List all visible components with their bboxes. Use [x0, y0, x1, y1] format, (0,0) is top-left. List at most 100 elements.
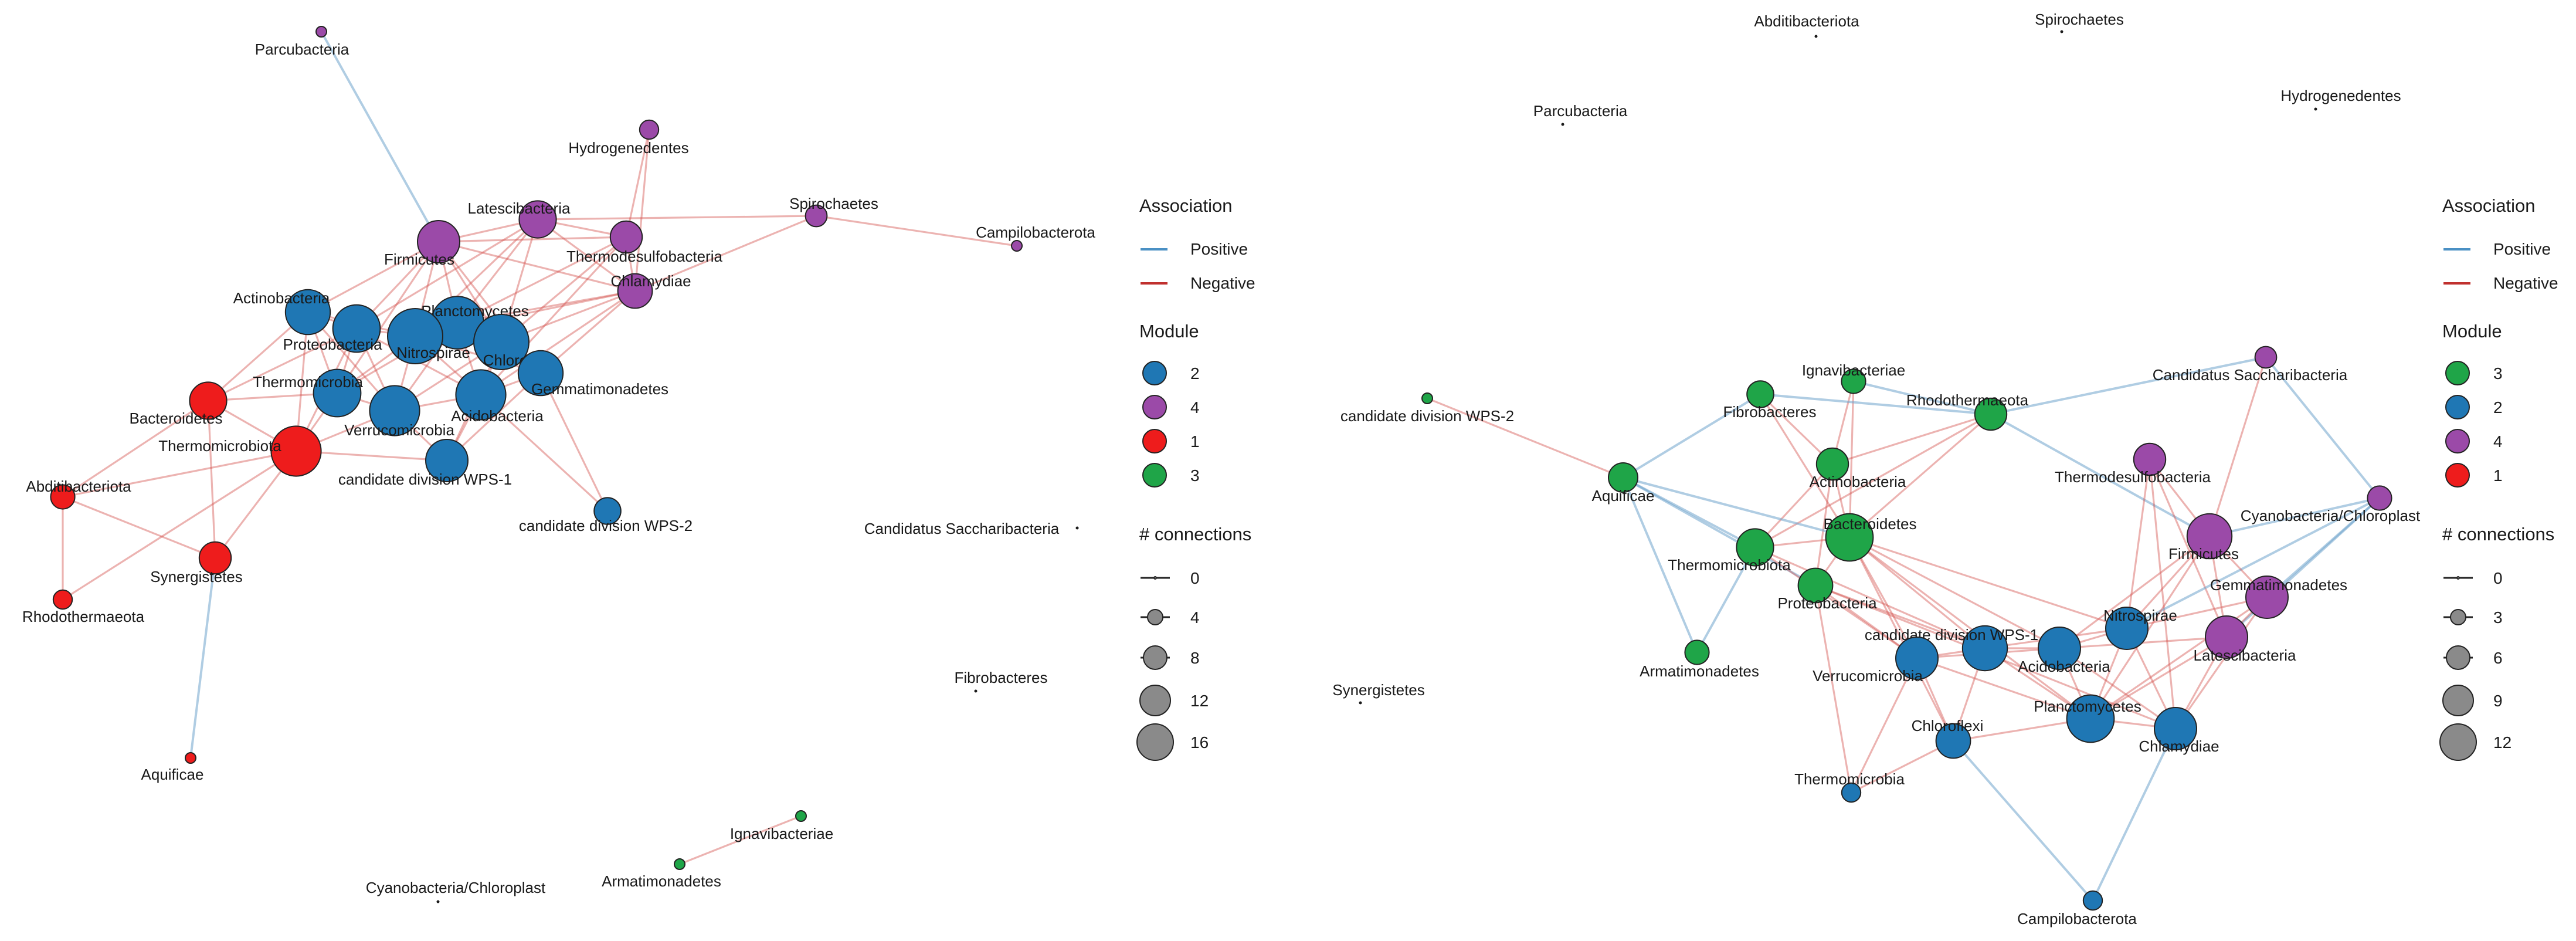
- left-node-spirochaetes: Spirochaetes: [789, 195, 878, 228]
- node-label: Ignavibacteriae: [1802, 361, 1905, 379]
- node-label: Thermomicrobiota: [158, 437, 281, 455]
- legend-module-swatch-1: [2445, 463, 2470, 488]
- left-edge-thermomicrobiota-abditibacteriota: [62, 450, 297, 498]
- left-edge-spirochaetes-campilobacterota: [815, 215, 1018, 247]
- left-network-panel: ParcubacteriaHydrogenedentesLatescibacte…: [22, 26, 1255, 903]
- node-circle: [2205, 615, 2248, 659]
- legend-connections-title: # connections: [2442, 524, 2554, 544]
- legend-connections-swatch: [2439, 723, 2477, 761]
- legend-connections-label: 16: [1190, 733, 1209, 752]
- legend-module-swatch-2: [1142, 361, 1167, 385]
- left-node-thermomicrobia: Thermomicrobia: [253, 368, 363, 418]
- node-label: Firmicutes: [2168, 545, 2239, 563]
- left-edge-latescibacteria-chlamydiae: [537, 218, 636, 292]
- right-edge-bacteroidetes-nitrospirae: [1848, 536, 2128, 629]
- right-edge-bacteroidetes-planctomycetes: [1848, 536, 2092, 720]
- left-node-ignavibacteriae: Ignavibacteriae: [730, 810, 833, 842]
- left-edge-chlamydiae-planctomycetes: [456, 290, 636, 324]
- right-edge-thermomicrobiota-armatimonadetes: [1696, 546, 1756, 654]
- legend-module-label: 3: [2493, 364, 2503, 383]
- right-node-synergistetes: Synergistetes: [1332, 681, 1425, 705]
- node-label: Thermomicrobia: [1794, 770, 1905, 788]
- node-label: Chlamydiae: [2139, 737, 2219, 755]
- node-circle: [1421, 392, 1433, 404]
- legend-module-label: 1: [1190, 432, 1200, 451]
- left-node-chlamydiae: Chlamydiae: [610, 272, 691, 309]
- left-node-proteobacteria: Proteobacteria: [283, 304, 382, 353]
- node-label: Gemmatimonadetes: [531, 380, 668, 398]
- right-edge-gemmatimonadetes-chlamydiae: [2174, 596, 2268, 730]
- node-circle: [417, 220, 460, 263]
- node-circle: [2066, 694, 2115, 743]
- right-edge-verrucomicrobia-thermomicrobia: [1850, 657, 1918, 794]
- left-node-parcubacteria: Parcubacteria: [255, 26, 349, 58]
- right-edge-actinobacteria-proteobacteria: [1814, 463, 1834, 587]
- right-edge-thermodesulfobacteria-latescibacteria: [2149, 458, 2228, 638]
- left-edge-latescibacteria-proteobacteria: [355, 218, 539, 330]
- right-node-ignavibacteriae: Ignavibacteriae: [1802, 361, 1905, 394]
- right-edge-chloroflexi-thermomicrobia: [1850, 740, 1954, 794]
- left-node-layer: ParcubacteriaHydrogenedentesLatescibacte…: [22, 26, 1095, 903]
- right-edge-candidatus-saccharibacteria-firmicutes: [2208, 356, 2267, 537]
- node-label: Spirochaetes: [2035, 11, 2124, 28]
- node-circle: [387, 308, 443, 364]
- node-label: Latescibacteria: [2194, 646, 2296, 664]
- node-circle: [517, 350, 564, 397]
- right-node-firmicutes: Firmicutes: [2168, 513, 2239, 563]
- right-edge-cyanobacteria-chloroplast-firmicutes: [2208, 497, 2381, 537]
- legend-module-swatch-2: [2445, 395, 2470, 419]
- node-circle: [1961, 625, 2008, 672]
- node-circle: [1608, 462, 1638, 493]
- node-circle: [639, 119, 660, 140]
- node-circle: [369, 385, 420, 436]
- node-circle: [198, 541, 232, 575]
- left-node-candidate-division-wps-2: candidate division WPS-2: [519, 497, 693, 534]
- right-node-actinobacteria: Actinobacteria: [1810, 447, 1906, 490]
- left-node-acidobacteria: Acidobacteria: [451, 369, 544, 425]
- left-edge-bacteroidetes-synergistetes: [207, 400, 216, 559]
- right-edge-bacteroidetes-acidobacteria: [1848, 536, 2061, 649]
- node-circle: [425, 439, 469, 482]
- left-node-candidate-division-wps-1: candidate division WPS-1: [338, 439, 512, 488]
- node-circle: [52, 589, 73, 610]
- node-label: Armatimonadetes: [1640, 662, 1759, 680]
- left-edge-firmicutes-thermodesulfobacteria: [437, 236, 627, 243]
- legend-connections-swatch: [2442, 685, 2474, 716]
- right-edge-fibrobacteres-bacteroidetes: [1759, 393, 1851, 539]
- node-circle: [1746, 380, 1774, 408]
- left-edge-chlamydiae-acidobacteria: [480, 290, 636, 396]
- node-label: Spirochaetes: [789, 195, 878, 212]
- left-node-actinobacteria: Actinobacteria: [233, 289, 331, 336]
- node-circle: [50, 484, 76, 510]
- node-circle: [455, 369, 507, 421]
- node-label: Aquificae: [141, 766, 204, 783]
- node-circle: [2133, 442, 2167, 476]
- node-label: Latescibacteria: [468, 199, 571, 217]
- right-edge-gemmatimonadetes-planctomycetes: [2089, 596, 2268, 720]
- node-label: Fibrobacteres: [955, 669, 1048, 686]
- node-circle: [2314, 107, 2317, 111]
- left-edge-firmicutes-actinobacteria: [307, 241, 440, 313]
- node-circle: [1825, 513, 1874, 562]
- legend-module-label: 4: [1190, 398, 1200, 417]
- node-label: Rhodothermaeota: [22, 608, 145, 625]
- left-edge-parcubacteria-firmicutes: [320, 31, 440, 243]
- legend-connections-label: 4: [1190, 608, 1200, 627]
- right-node-rhodothermaeota: Rhodothermaeota: [1906, 391, 2029, 431]
- legend-connections-label: 3: [2493, 608, 2503, 627]
- right-node-acidobacteria: Acidobacteria: [2018, 627, 2110, 675]
- node-circle: [436, 900, 440, 903]
- legend-module-title: Module: [1139, 321, 1199, 341]
- right-edge-chloroflexi-campilobacterota: [1952, 740, 2094, 902]
- node-circle: [1797, 567, 1834, 604]
- node-circle: [674, 858, 685, 870]
- node-label: Campilobacterota: [2017, 910, 2137, 928]
- legend-connections-title: # connections: [1139, 524, 1251, 544]
- node-label: Chloroflexi: [1912, 717, 1984, 734]
- right-edge-fibrobacteres-actinobacteria: [1759, 393, 1834, 465]
- node-label: Cyanobacteria/Chloroplast: [2241, 507, 2421, 524]
- left-edge-spirochaetes-chlamydiae: [634, 215, 817, 292]
- node-circle: [1736, 528, 1774, 567]
- legend-connections-swatch: [2450, 609, 2466, 625]
